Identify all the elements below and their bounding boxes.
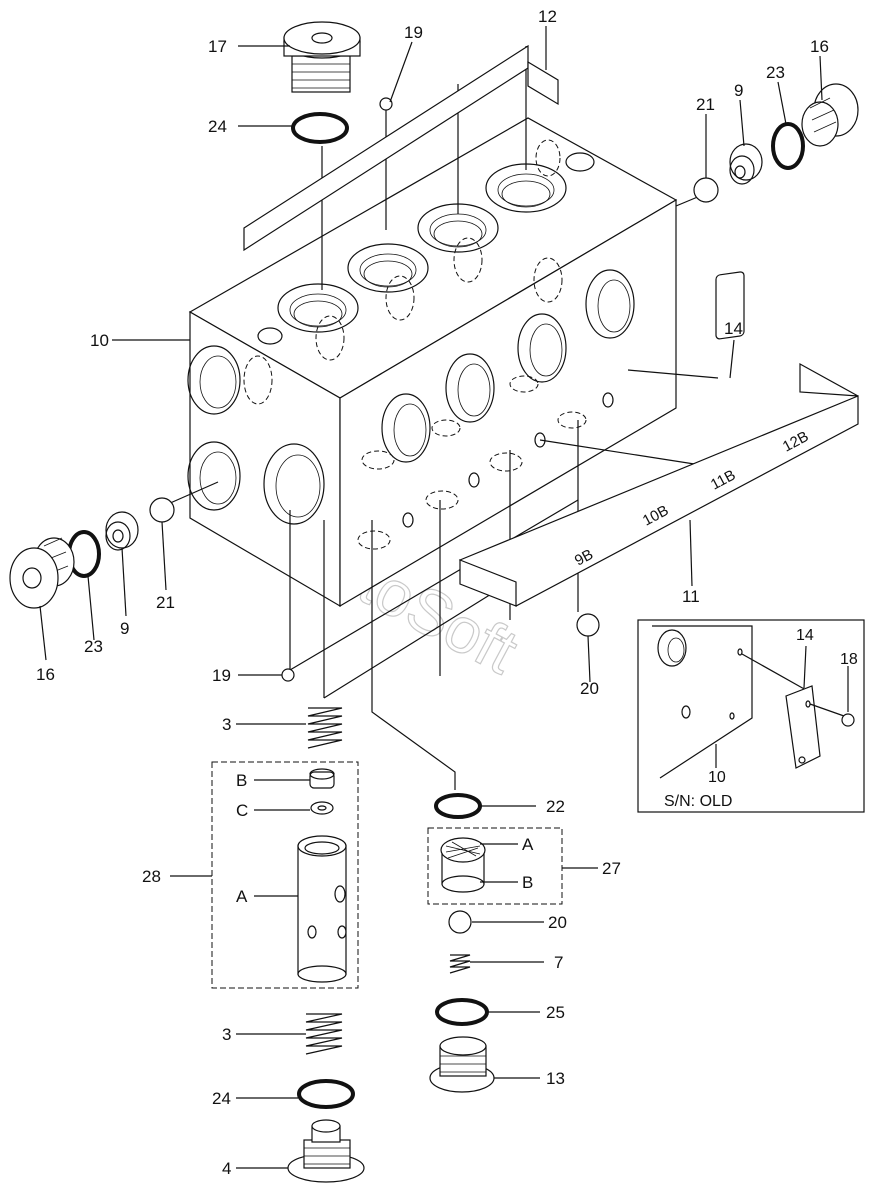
- callout-16-right: 16: [810, 37, 829, 56]
- part-3-spring-upper: [307, 707, 343, 749]
- callout-12: 12: [538, 7, 557, 26]
- assembly-28-box: [211, 761, 359, 989]
- part-7-spring: [449, 954, 471, 974]
- callout-19-top: 19: [404, 23, 423, 42]
- part-25-oring: [435, 998, 489, 1026]
- left-side-parts: [9, 497, 175, 609]
- part-14-plate: [715, 271, 745, 340]
- part-4-plug: [287, 1119, 365, 1183]
- callout-B-28: B: [236, 771, 247, 790]
- part-28-components: [297, 768, 347, 983]
- right-side-parts: [693, 83, 859, 203]
- callout-19-lower: 19: [212, 666, 231, 685]
- part-27-components: [440, 837, 486, 893]
- part-22-oring: [434, 793, 482, 819]
- callout-23-right: 23: [766, 63, 785, 82]
- callout-22: 22: [546, 797, 565, 816]
- callout-3-upper: 3: [222, 715, 231, 734]
- callout-C-28: C: [236, 801, 248, 820]
- callout-B-27: B: [522, 873, 533, 892]
- part-24-oring-lower: [297, 1079, 355, 1109]
- callout-16-left: 16: [36, 665, 55, 684]
- inset-old-serial: 14 18 10 S/N: OLD: [637, 619, 865, 813]
- callout-17: 17: [208, 37, 227, 56]
- callout-10: 10: [90, 331, 109, 350]
- callout-A-27: A: [522, 835, 534, 854]
- valve-block: [187, 117, 678, 790]
- callout-20-lower: 20: [548, 913, 567, 932]
- callout-25: 25: [546, 1003, 565, 1022]
- callout-27: 27: [602, 859, 621, 878]
- part-19-ball: [379, 97, 393, 111]
- callout-4: 4: [222, 1159, 231, 1178]
- callout-11: 11: [682, 587, 700, 606]
- front-ports: [187, 345, 325, 525]
- callout-leaders: [39, 26, 823, 1169]
- assembly-27-box: [427, 827, 563, 905]
- inset-callout-10: 10: [708, 769, 726, 786]
- inset-callout-14: 14: [796, 627, 814, 644]
- part-20-ball-lower: [448, 910, 472, 934]
- callout-7: 7: [554, 953, 563, 972]
- part-13-plug: [429, 1036, 495, 1093]
- callout-14: 14: [724, 319, 743, 338]
- callout-21-left: 21: [156, 593, 175, 612]
- callout-13: 13: [546, 1069, 565, 1088]
- inset-caption: S/N: OLD: [664, 793, 732, 810]
- callout-20-right: 20: [580, 679, 599, 698]
- part-11-tape: 12B 11B 10B 9B: [458, 362, 859, 607]
- part-12-strip: [243, 44, 559, 252]
- part-17-plug: [283, 21, 361, 93]
- callout-9-left: 9: [120, 619, 129, 638]
- part-19-ball-lower: [281, 668, 295, 682]
- callout-24-top: 24: [208, 117, 227, 136]
- callout-9-right: 9: [734, 81, 743, 100]
- callout-3-lower: 3: [222, 1025, 231, 1044]
- callout-23-left: 23: [84, 637, 103, 656]
- callout-labels: 17 19 12 16 23 9 21 24 10 14 11 16 23 9 …: [36, 7, 829, 1178]
- top-ports: [257, 139, 595, 361]
- callout-21-right: 21: [696, 95, 715, 114]
- part-20-ball: [576, 613, 600, 637]
- inset-callout-18: 18: [840, 651, 858, 668]
- callout-A-28: A: [236, 887, 248, 906]
- callout-24-lower: 24: [212, 1089, 231, 1108]
- side-ports: [357, 269, 635, 550]
- callout-28: 28: [142, 867, 161, 886]
- part-24-oring: [291, 112, 349, 144]
- part-3-spring-lower: [305, 1013, 343, 1055]
- tape-label-9b: 9B: [572, 546, 596, 570]
